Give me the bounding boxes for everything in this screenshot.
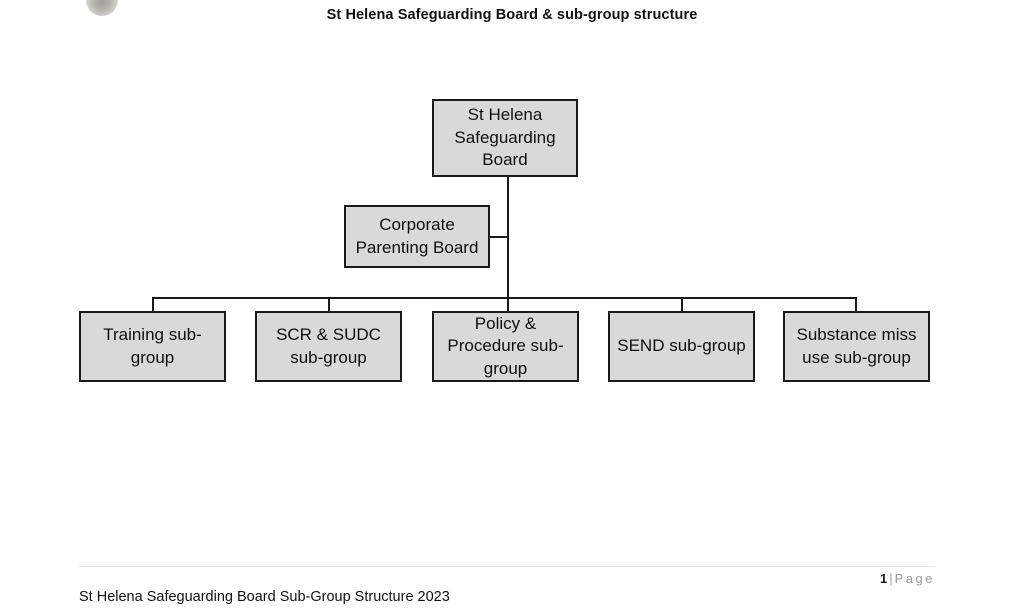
node-send-sub-group[interactable]: SEND sub-group xyxy=(608,311,755,382)
page-title: St Helena Safeguarding Board & sub-group… xyxy=(326,7,698,23)
node-corporate-line-2: Parenting Board xyxy=(355,237,479,257)
connector-drop-policy xyxy=(507,297,509,312)
node-training-sub-group[interactable]: Training sub- group xyxy=(79,311,226,382)
node-scr-line-2: sub-group xyxy=(290,347,367,367)
node-training-line-2: group xyxy=(130,347,175,367)
node-policy-line-1: Policy & xyxy=(474,313,537,333)
node-policy-line-2: Procedure sub- xyxy=(447,336,564,356)
footer-divider xyxy=(79,566,935,567)
node-send-line-1: SEND sub-group xyxy=(617,336,746,356)
node-root-line-2: Safeguarding xyxy=(454,127,556,147)
node-root-line-3: Board xyxy=(482,150,528,170)
node-scr-sudc-sub-group[interactable]: SCR & SUDC sub-group xyxy=(255,311,402,382)
circular-crest-logo-icon xyxy=(86,0,118,16)
node-scr-line-1: SCR & SUDC xyxy=(276,325,381,345)
org-chart: St Helena Safeguarding Board Corporate P… xyxy=(79,99,930,382)
node-substance-misuse-sub-group[interactable]: Substance miss use sub-group xyxy=(783,311,930,382)
node-root[interactable]: St Helena Safeguarding Board xyxy=(432,99,578,177)
connector-corporate-stub xyxy=(489,236,509,238)
node-substance-line-1: Substance miss xyxy=(796,325,917,345)
connector-drop-substance xyxy=(855,297,857,312)
connector-drop-scr xyxy=(328,297,330,312)
connector-horizontal-bus xyxy=(152,297,857,299)
footer-caption: St Helena Safeguarding Board Sub-Group S… xyxy=(79,589,450,605)
node-policy-line-3: group xyxy=(483,358,528,378)
connector-drop-training xyxy=(152,297,154,312)
node-substance-line-2: use sub-group xyxy=(802,347,911,367)
node-training-line-1: Training sub- xyxy=(103,325,202,345)
page-indicator: 1|Page xyxy=(880,571,935,586)
page-separator: | xyxy=(889,571,893,586)
node-root-line-1: St Helena xyxy=(467,105,543,125)
page-word: Page xyxy=(894,571,935,586)
connector-drop-send xyxy=(681,297,683,312)
node-corporate-line-1: Corporate xyxy=(379,215,455,235)
node-policy-procedure-sub-group[interactable]: Policy & Procedure sub- group xyxy=(432,311,579,382)
node-corporate-parenting-board[interactable]: Corporate Parenting Board xyxy=(344,205,490,268)
page-number: 1 xyxy=(880,571,888,586)
